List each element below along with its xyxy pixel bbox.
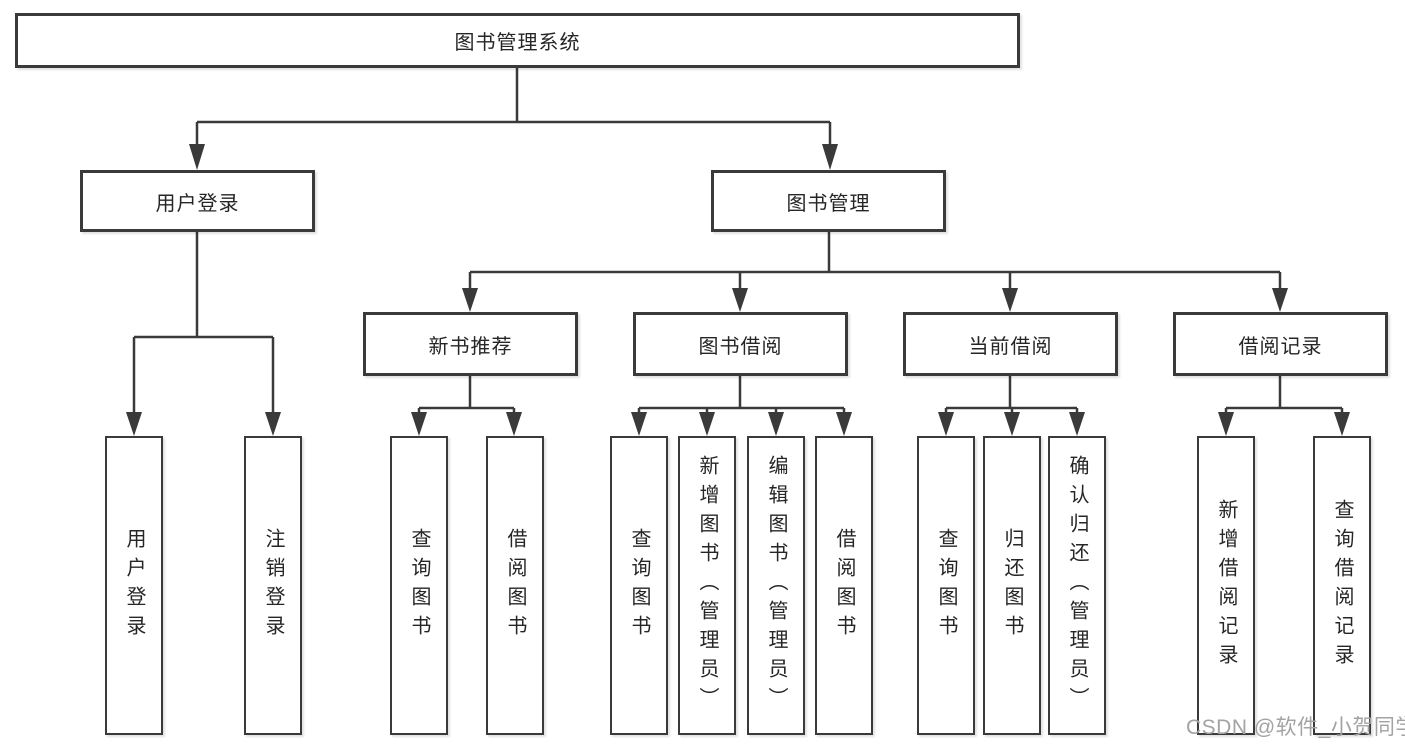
arrowheads — [126, 144, 1350, 436]
leaf-query-books-current: 查询图书 — [917, 436, 975, 735]
leaf-query-borrow-record: 查询借阅记录 — [1313, 436, 1371, 735]
node-book-management: 图书管理 — [711, 170, 946, 232]
leaf-borrow-books-recommend: 借阅图书 — [486, 436, 544, 735]
csdn-watermark: CSDN @软件_小贺同学 — [1186, 716, 1405, 739]
leaf-borrow-books: 借阅图书 — [815, 436, 873, 735]
root-node-library-system: 图书管理系统 — [15, 13, 1020, 68]
leaf-query-books-recommend: 查询图书 — [390, 436, 448, 735]
leaf-edit-book-admin: 编辑图书（管理员） — [747, 436, 805, 735]
leaf-user-login: 用户登录 — [105, 436, 163, 735]
leaf-query-books-borrow: 查询图书 — [610, 436, 668, 735]
leaf-add-book-admin: 新增图书（管理员） — [678, 436, 736, 735]
leaf-return-book: 归还图书 — [983, 436, 1041, 735]
node-user-login: 用户登录 — [80, 170, 315, 232]
leaf-add-borrow-record: 新增借阅记录 — [1197, 436, 1255, 735]
leaf-confirm-return-admin: 确认归还（管理员） — [1048, 436, 1106, 735]
node-book-borrow: 图书借阅 — [633, 312, 848, 376]
leaf-logout: 注销登录 — [244, 436, 302, 735]
node-new-book-recommend: 新书推荐 — [363, 312, 578, 376]
node-current-borrow: 当前借阅 — [903, 312, 1118, 376]
node-borrow-records: 借阅记录 — [1173, 312, 1388, 376]
